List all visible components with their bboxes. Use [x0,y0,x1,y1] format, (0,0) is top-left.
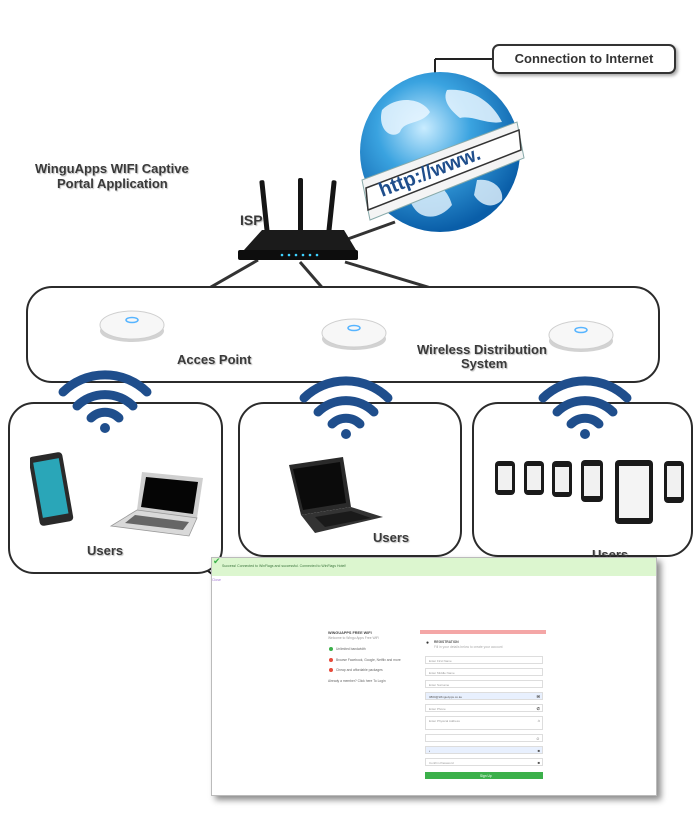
address-field[interactable]: Enter Physical Address ⌂ [425,716,543,730]
users-box-2 [238,402,462,557]
users-label-2: Users [373,530,410,545]
close-link[interactable]: Close [212,578,221,582]
router-globe-line [344,220,396,242]
wds-label-line1: Wireless Distribution [417,342,547,357]
captive-portal-screenshot: ✔ Success! Connected to WinFlags and suc… [211,557,657,796]
check-icon: ✔ [213,557,221,566]
success-message: Success! Connected to WinFlags and succe… [222,564,347,568]
surname-field[interactable]: Enter Surname [425,680,543,688]
login-link[interactable]: Already a member? Click here To Login [328,679,386,683]
feature-text-2: Browse Facebook, Google, Netflix and mor… [336,658,401,662]
feature-text-1: Unlimited bandwidth [336,647,366,651]
access-point-icon-1 [99,310,165,342]
access-point-icon-2 [321,318,387,350]
phone-icon: ✆ [536,706,540,711]
signup-label: Sign Up [480,773,492,778]
wifi-icon-1 [58,370,152,433]
lock-icon-2: ■ [537,760,540,765]
app-title-line2: Portal Application [57,176,168,191]
feature-text-3: Cheap and affordable packages [336,668,383,672]
isp-label: ISP [240,212,263,228]
confirm-password-placeholder: Confirm Password [429,761,454,765]
form-header: REGISTRATION [434,640,459,644]
form-subheader: Fill in your details below to create you… [434,645,503,649]
feature-icon-3 [329,668,333,672]
lock-icon: ■ [537,748,540,753]
phone-field[interactable]: Enter Phone ✆ [425,704,543,712]
surname-placeholder: Enter Surname [429,683,450,687]
avatar: ● [426,640,430,646]
email-value: 0800@WinguApps.co.ke [429,695,463,699]
phone-placeholder: Enter Phone [429,707,446,711]
router-icon [238,178,358,260]
wds-label-line2: System [461,356,508,371]
globe-icon: http://www. [360,72,525,232]
middle-name-placeholder: Enter Middle Name [429,671,455,675]
brand-title: WINGUAPPS FREE WIFI [328,631,372,635]
internet-callout: Connection to Internet [492,44,676,74]
email-field[interactable]: 0800@WinguApps.co.ke ✉ [425,692,543,700]
mobile-devices-icon [495,460,684,524]
success-banner: ✔ Success! Connected to WinFlags and suc… [212,558,656,576]
wifi-icon-3 [538,376,632,439]
feature-icon-2 [329,658,333,662]
username-field[interactable]: ☺ [425,734,543,742]
first-name-field[interactable]: Enter First Name [425,656,543,664]
access-point-label: Acces Point [177,352,252,367]
confirm-password-field[interactable]: Confirm Password ■ [425,758,543,766]
email-icon: ✉ [536,694,540,699]
form-top-bar [420,630,546,634]
users-label-1: Users [87,543,124,558]
signup-button[interactable]: Sign Up [425,772,543,779]
address-placeholder: Enter Physical Address [429,719,460,723]
laptop-icon-2 [289,457,383,533]
access-point-icon-3 [548,320,614,352]
password-field[interactable]: •■ [425,746,543,754]
location-icon: ⌂ [537,718,540,723]
app-title-line1: WinguApps WIFI Captive [35,161,189,176]
tablet-icon [30,452,74,526]
first-name-placeholder: Enter First Name [429,659,452,663]
password-value: • [429,749,431,753]
brand-subtitle: Welcome to Wingu Apps Free WiFi [328,636,380,640]
wifi-icon-2 [299,376,393,439]
middle-name-field[interactable]: Enter Middle Name [425,668,543,676]
feature-icon-1 [329,647,333,651]
user-icon: ☺ [535,736,540,741]
laptop-icon-1 [109,472,203,537]
